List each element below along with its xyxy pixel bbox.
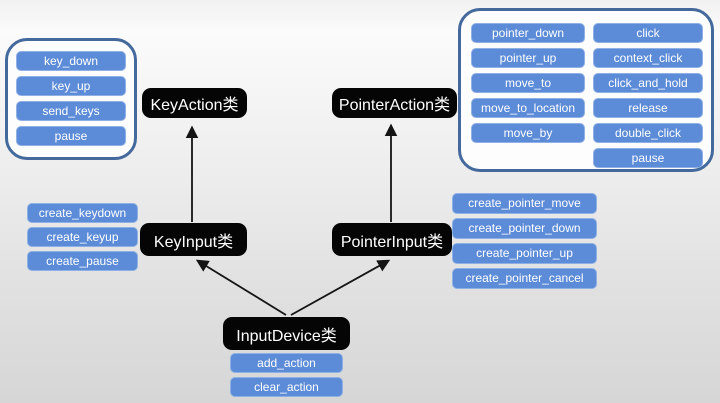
class-box-pointer-input: PointerInput类 [332, 223, 452, 256]
method-clear-action: clear_action [230, 377, 343, 397]
method-pause: pause [16, 126, 126, 146]
method-move-to: move_to [471, 73, 585, 93]
method-context-click: context_click [593, 48, 703, 68]
method-move-by: move_by [471, 123, 585, 143]
arrow-inputdevice-to-keyinput [195, 259, 287, 316]
method-create-pointer-cancel: create_pointer_cancel [452, 268, 597, 289]
method-move-to-location: move_to_location [471, 98, 585, 118]
pointer-action-methods-column-2: click context_click click_and_hold relea… [593, 23, 703, 168]
method-pointer-down: pointer_down [471, 23, 585, 43]
method-create-keydown: create_keydown [27, 203, 138, 223]
method-add-action: add_action [230, 353, 343, 373]
method-create-pause: create_pause [27, 251, 138, 271]
class-box-key-input: KeyInput类 [140, 223, 247, 256]
method-key-down: key_down [16, 51, 126, 71]
class-box-pointer-action: PointerAction类 [332, 88, 457, 118]
arrow-inputdevice-to-pointerinput [290, 259, 391, 316]
method-create-keyup: create_keyup [27, 227, 138, 247]
pointer-action-methods-panel: pointer_down pointer_up move_to move_to_… [458, 8, 714, 172]
method-click-and-hold: click_and_hold [593, 73, 703, 93]
method-release: release [593, 98, 703, 118]
pointer-input-methods-group: create_pointer_move create_pointer_down … [452, 193, 597, 289]
key-input-methods-group: create_keydown create_keyup create_pause [27, 203, 138, 271]
method-send-keys: send_keys [16, 101, 126, 121]
method-double-click: double_click [593, 123, 703, 143]
class-box-input-device: InputDevice类 [223, 317, 350, 350]
key-action-methods-panel: key_down key_up send_keys pause [5, 38, 137, 160]
method-pointer-up: pointer_up [471, 48, 585, 68]
method-click: click [593, 23, 703, 43]
method-create-pointer-move: create_pointer_move [452, 193, 597, 214]
method-create-pointer-up: create_pointer_up [452, 243, 597, 264]
pointer-action-methods-column-1: pointer_down pointer_up move_to move_to_… [471, 23, 585, 143]
method-key-up: key_up [16, 76, 126, 96]
input-device-methods-group: add_action clear_action [230, 353, 343, 397]
class-box-key-action: KeyAction类 [142, 88, 247, 118]
method-pause-2: pause [593, 148, 703, 168]
method-create-pointer-down: create_pointer_down [452, 218, 597, 239]
